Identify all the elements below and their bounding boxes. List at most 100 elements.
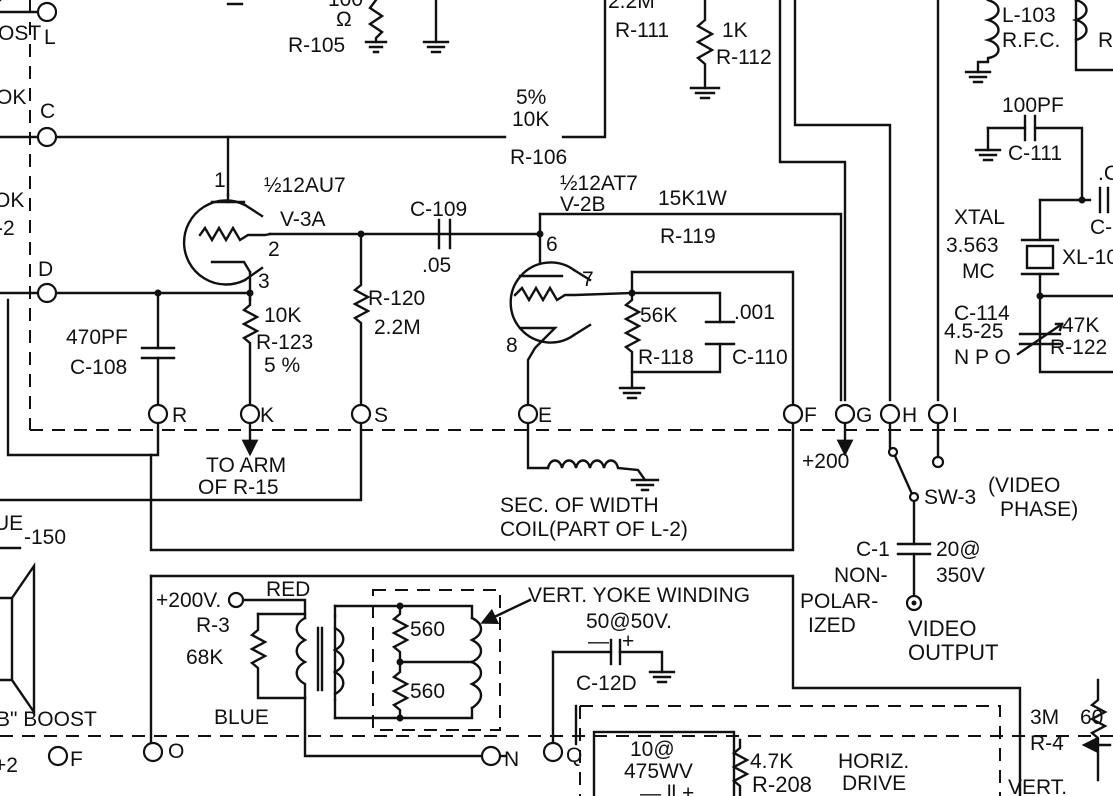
label-vert-yoke: VERT. YOKE WINDING — [528, 584, 750, 607]
left-labels-lines — [0, 0, 22, 550]
vert-yoke-winding — [391, 598, 532, 722]
label-video: VIDEO — [908, 616, 976, 641]
terminal-c — [36, 126, 58, 148]
label-red: RED — [266, 578, 310, 601]
label-v3a: V-3A — [280, 208, 326, 231]
label-r118: R-118 — [638, 346, 694, 369]
label-r111: R-111 — [615, 19, 669, 42]
label-terminal-o: O — [168, 740, 184, 763]
label-r106-tolerance: 5% — [516, 86, 546, 109]
terminal-f — [782, 403, 804, 425]
label-xtal-frequency: 3.563 — [946, 234, 999, 257]
label-c108: C-108 — [70, 356, 127, 379]
label-r122: R-122 — [1050, 336, 1107, 359]
label-c-right2: .C — [1098, 162, 1113, 185]
label-r123-tolerance: 5 % — [264, 354, 300, 377]
label-pin8: 8 — [506, 334, 518, 357]
label-r122-value: 47K — [1062, 314, 1099, 337]
label-polar: POLAR- — [800, 590, 878, 613]
label-l103: L-103 — [1002, 4, 1056, 27]
label-r119: R-119 — [660, 225, 716, 248]
label-output: OUTPUT — [908, 640, 998, 665]
resistor-r105 — [364, 0, 388, 54]
label-pin1: 1 — [214, 169, 226, 192]
label-xtal: XTAL — [954, 206, 1005, 229]
label-r105: R-105 — [288, 34, 345, 57]
label-c-bottom-voltage: 475WV — [624, 760, 693, 783]
label-non: NON- — [834, 564, 888, 587]
terminal-g — [834, 403, 856, 425]
label-minus150: -150 — [24, 526, 66, 549]
label-c108-value: 470PF — [66, 326, 128, 349]
top-left-wiring — [0, 0, 607, 302]
label-r123-value: 10K — [264, 304, 301, 327]
label-pin2: 2 — [268, 238, 280, 261]
label-r560a: 560 — [410, 618, 445, 641]
label-drive: DRIVE — [842, 772, 906, 795]
label-c12d-value: 50@50V. — [586, 610, 672, 633]
label-r118-value: 56K — [640, 304, 677, 327]
terminal-s — [350, 403, 372, 425]
label-sec-width: SEC. OF WIDTH — [500, 494, 659, 517]
label-ok-k-left: OK — [0, 189, 24, 212]
label-r106: R-106 — [510, 146, 567, 169]
terminal-l — [36, 1, 58, 23]
label-r120: R-120 — [368, 287, 425, 310]
label-npo: N P O — [954, 346, 1011, 369]
label-r111-value: 2.2M — [608, 0, 655, 13]
label-r106-value: 10K — [512, 108, 549, 131]
yoke-transformer — [295, 604, 402, 720]
resistor-r120 — [0, 232, 371, 502]
label-blue: BLUE — [214, 706, 269, 729]
label-c109: C-109 — [410, 198, 467, 221]
label-r119-value: 15K1W — [658, 187, 727, 210]
label-c-bottom-value: 10@ — [630, 738, 675, 761]
label-r208-value: 4.7K — [750, 750, 793, 773]
switch-sw3-capacitor-c1 — [887, 422, 945, 612]
label-horiz: HORIZ. — [838, 750, 909, 773]
label-r3: R-3 — [196, 614, 230, 637]
label-ok-left: OK — [0, 86, 26, 109]
terminal-o — [142, 741, 164, 763]
label-plus200: +200 — [802, 450, 849, 473]
label-terminal-s: S — [374, 404, 388, 427]
resistor-r123 — [241, 289, 260, 457]
terminal-plus200v — [227, 591, 245, 609]
label-ized: IZED — [808, 614, 856, 637]
label-of-r15: OF R-15 — [198, 476, 279, 499]
label-terminal-c: C — [40, 100, 55, 123]
ground-top-1 — [422, 0, 450, 54]
terminal-n — [480, 745, 502, 767]
label-r3-value: 68K — [186, 646, 223, 669]
terminal-e — [517, 403, 539, 425]
label-c111-value: 100PF — [1002, 94, 1064, 117]
label-ohm-symbol: Ω — [336, 8, 352, 31]
bottom-wiring — [149, 574, 1022, 796]
label-r4-number: 60 — [1080, 706, 1103, 729]
label-c-right: C- — [1090, 216, 1112, 239]
label-terminal-n: N — [504, 748, 519, 771]
terminal-i — [927, 403, 949, 425]
label-c12d: C-12D — [576, 672, 637, 695]
label-r560b: 560 — [410, 680, 445, 703]
terminal-f2 — [47, 745, 69, 767]
label-terminal-q: Q — [566, 744, 582, 767]
label-to-arm: TO ARM — [206, 454, 286, 477]
label-terminal-h: H — [902, 404, 917, 427]
resistor-r112 — [689, 0, 721, 100]
label-r112-value: 1K — [722, 19, 748, 42]
label-pin3: 3 — [258, 270, 270, 293]
label-minus2-left: -2 — [0, 217, 15, 240]
label-c12d-plus: + — [622, 630, 634, 653]
label-xtal-mc: MC — [962, 260, 995, 283]
label-r112: R-112 — [716, 46, 772, 69]
label-c110: C-110 — [732, 346, 788, 369]
label-boost-top: OST — [0, 22, 41, 45]
label-terminal-f2: F — [70, 748, 83, 771]
capacitor-c111 — [974, 114, 1110, 214]
label-terminal-r: R — [172, 404, 187, 427]
label-terminal-d: D — [38, 258, 53, 281]
label-c1-voltage: 350V — [936, 564, 985, 587]
coil-l103 — [964, 0, 1088, 84]
label-c1-value: 20@ — [936, 538, 981, 561]
